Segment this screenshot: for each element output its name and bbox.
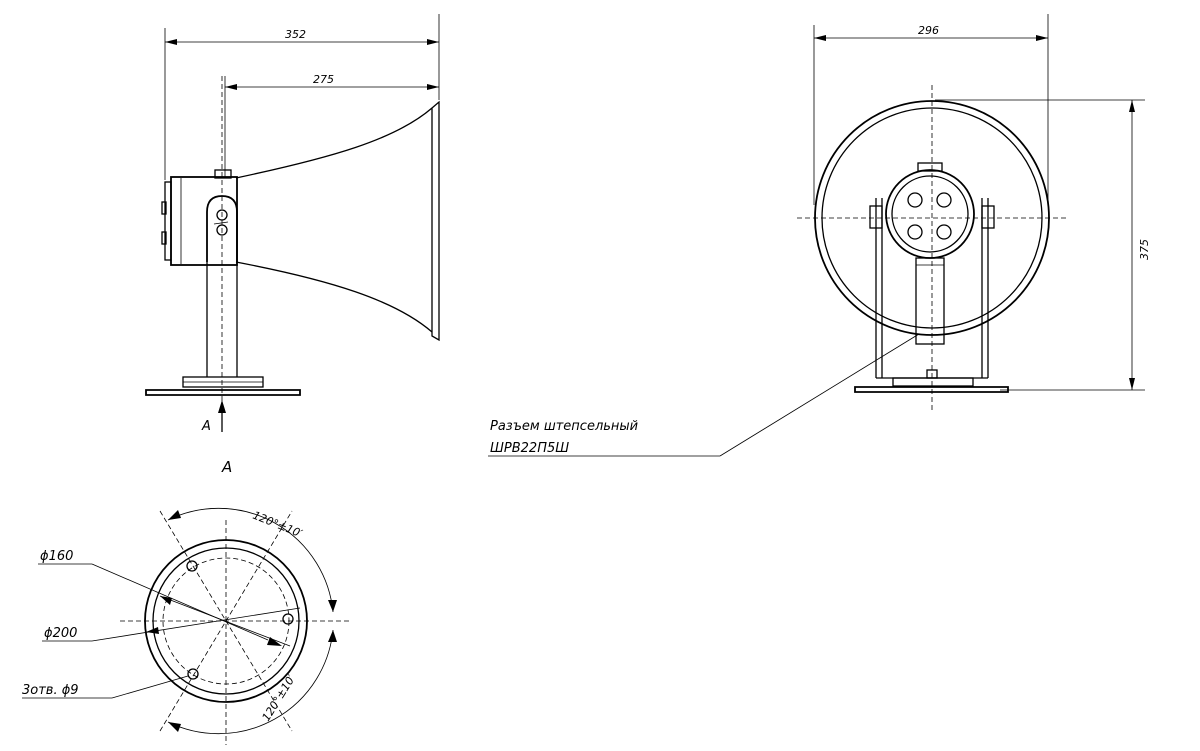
- view-a-title: А: [221, 458, 232, 476]
- dimension-375-text: 375: [1138, 239, 1151, 260]
- connector-label-line1: Разъем штепсельный: [490, 419, 638, 434]
- view-arrow-label: А: [201, 419, 211, 434]
- phi160-label: ϕ160: [40, 549, 73, 564]
- dimension-352-text: 352: [285, 28, 306, 41]
- horn: [235, 100, 440, 342]
- bolt-hole-3: [187, 668, 199, 680]
- front-view: 296 375: [488, 14, 1151, 457]
- connector-label-line2: ШРВ22П5Ш: [490, 441, 569, 456]
- dimension-296: 296: [814, 24, 1048, 41]
- dimension-352: 352: [165, 28, 439, 45]
- angle-label-top: 120°±10′: [251, 509, 305, 541]
- stand: [145, 195, 301, 396]
- bolt-hole-2: [282, 613, 294, 625]
- side-view: 352 275: [145, 14, 440, 476]
- phi200-label: ϕ200: [44, 626, 77, 641]
- dimension-296-text: 296: [918, 24, 939, 37]
- dimension-275: 275: [225, 73, 439, 90]
- dimension-375: 375: [1129, 100, 1151, 390]
- holes-label: 3отв. ϕ9: [22, 683, 79, 698]
- angle-label-bottom: 120°±10′: [260, 672, 299, 724]
- connector: [885, 162, 975, 345]
- yoke-bracket: [854, 198, 1009, 393]
- base-view-a: 120°±10′ 120°±10′ ϕ160 ϕ200 3отв. ϕ9: [22, 507, 350, 745]
- bolt-hole-1: [186, 560, 198, 572]
- dimension-275-text: 275: [313, 73, 334, 86]
- view-arrow-a: А: [201, 400, 226, 434]
